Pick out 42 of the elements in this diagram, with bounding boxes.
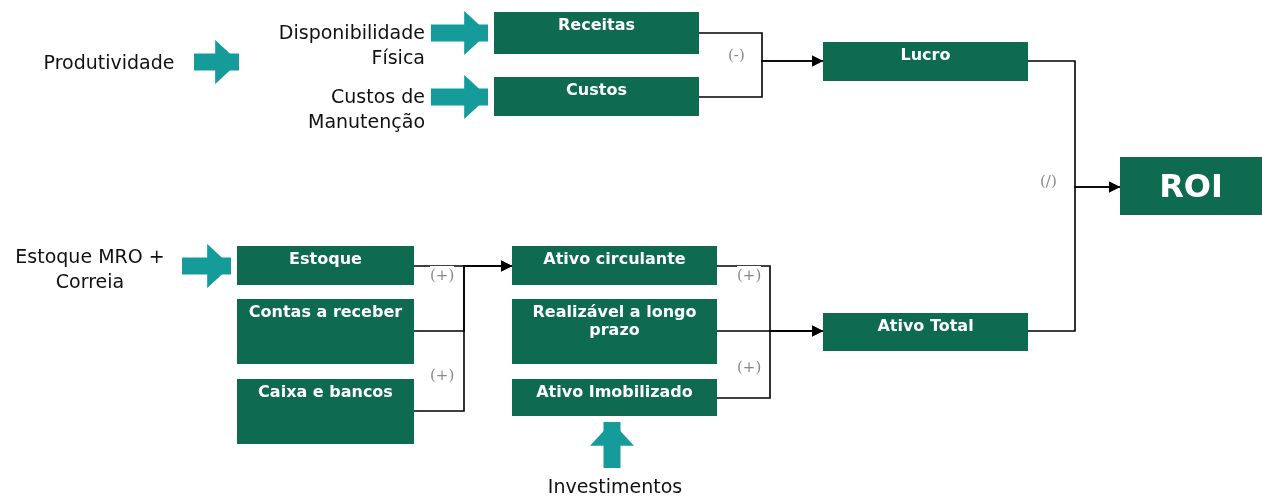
process-box: [494, 12, 699, 54]
text-label: Estoque MRO + Correia: [14, 244, 166, 294]
operator-label: (-): [728, 46, 745, 64]
connector-arrow: [1027, 181, 1121, 332]
node-text: Contas a receber: [248, 303, 403, 322]
process-box: [512, 379, 717, 416]
operator-label: (/): [1040, 172, 1057, 190]
connector-arrow: [413, 260, 513, 412]
process-box: [512, 299, 717, 364]
connector-arrow: [716, 325, 824, 399]
process-box: [512, 246, 717, 285]
node-text: Ativo Imobilizado: [536, 383, 693, 402]
operator-label: (+): [430, 366, 455, 384]
node-text: Estoque: [289, 250, 362, 269]
process-box: [494, 77, 699, 116]
text-label: Produtividade: [43, 49, 175, 75]
process-box: [237, 246, 414, 285]
text-label: Disponibilidade Física: [277, 20, 425, 70]
process-box: [237, 379, 414, 444]
result-box: [1120, 157, 1262, 215]
connector-arrow: [698, 55, 824, 98]
block-arrow: [194, 39, 239, 85]
node-text: Lucro: [900, 46, 951, 65]
operator-label: (+): [737, 266, 762, 284]
text-label: Custos de Manutenção: [307, 84, 425, 134]
node-text: Ativo circulante: [543, 250, 686, 269]
text-label: Investimentos: [547, 473, 683, 499]
node-text: Ativo Total: [877, 317, 974, 336]
node-text: Receitas: [558, 16, 635, 35]
process-box: [237, 299, 414, 364]
node-text: Caixa e bancos: [258, 383, 393, 402]
node-text: Realizável a longo prazo: [531, 303, 698, 340]
block-arrow: [589, 422, 635, 468]
block-arrow: [431, 74, 488, 120]
node-text: Custos: [566, 81, 627, 100]
block-arrow: [182, 243, 231, 289]
process-box: [823, 42, 1028, 81]
operator-label: (+): [430, 266, 455, 284]
operator-label: (+): [737, 358, 762, 376]
process-box: [823, 313, 1028, 351]
block-arrow: [431, 10, 488, 56]
node-text: ROI: [1159, 167, 1223, 205]
